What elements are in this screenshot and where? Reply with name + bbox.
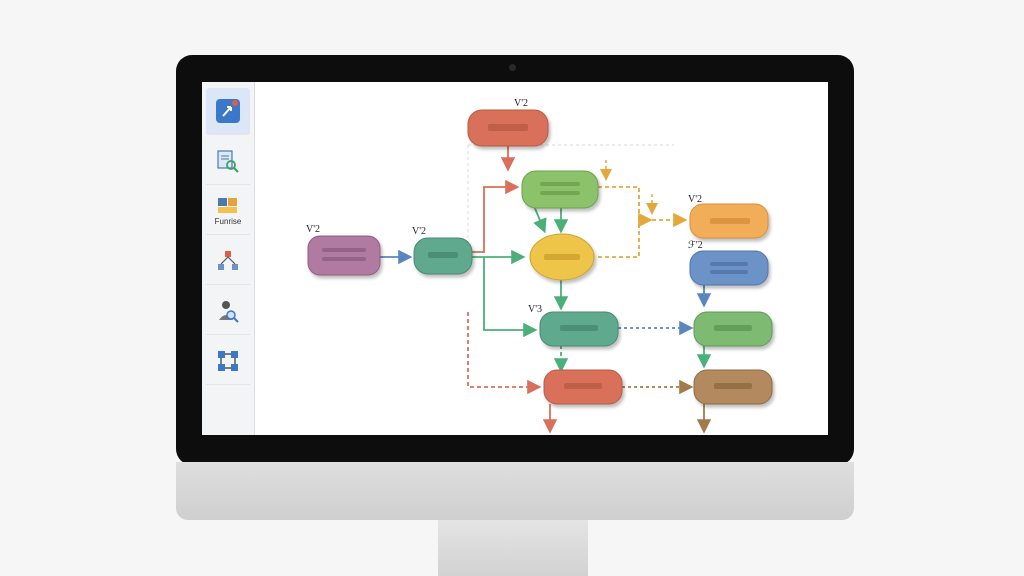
screen: Funrise	[202, 82, 828, 435]
network-hierarchy-icon	[218, 251, 238, 270]
cursor-arrow-icon	[216, 99, 240, 123]
connector	[472, 179, 520, 253]
connector	[598, 212, 688, 258]
document-inspect-icon	[217, 150, 239, 173]
node-orange-right[interactable]	[689, 203, 769, 239]
node-top[interactable]	[467, 109, 549, 147]
connector	[533, 205, 547, 234]
node-label-mid: V'2	[412, 226, 427, 237]
tool-select[interactable]	[206, 88, 250, 135]
palette-icon	[218, 198, 237, 213]
node-blue-right[interactable]	[689, 250, 769, 286]
tool-label: Funrise	[214, 217, 242, 226]
flowchart	[307, 109, 773, 434]
tool-inspect[interactable]	[206, 138, 250, 185]
node-yellow-ellipse[interactable]	[529, 233, 595, 281]
node-left[interactable]	[307, 235, 381, 276]
node-label-center-lower: V'3	[528, 304, 543, 315]
monitor-stand	[438, 520, 588, 576]
tool-user-search[interactable]	[206, 288, 250, 335]
webcam	[509, 64, 516, 71]
node-green-right[interactable]	[693, 311, 773, 347]
tool-sidebar: Funrise	[202, 82, 255, 435]
grid-connector-icon	[218, 351, 238, 371]
monitor-chin	[176, 462, 854, 520]
connector	[598, 186, 653, 228]
tool-connectors[interactable]	[206, 338, 250, 385]
monitor: Funrise	[176, 55, 854, 465]
node-label-top: V'2	[514, 98, 529, 109]
node-brown-right[interactable]	[693, 369, 773, 405]
node-red-bottom[interactable]	[543, 369, 623, 405]
tool-style[interactable]: Funrise	[206, 188, 250, 235]
node-mid[interactable]	[413, 237, 473, 275]
node-label-left: V'2	[306, 224, 321, 235]
connector	[467, 312, 542, 395]
user-search-icon	[219, 301, 239, 323]
connector	[483, 257, 538, 338]
diagram-canvas[interactable]: V'2 V'2 V'2 V'3 V'2 ℱ'2	[254, 82, 828, 435]
node-label-right-mid: ℱ'2	[688, 240, 703, 251]
node-green-top[interactable]	[521, 170, 599, 209]
node-label-right-top: V'2	[688, 194, 703, 205]
node-teal-lower[interactable]	[539, 311, 619, 347]
tool-hierarchy[interactable]	[206, 238, 250, 285]
